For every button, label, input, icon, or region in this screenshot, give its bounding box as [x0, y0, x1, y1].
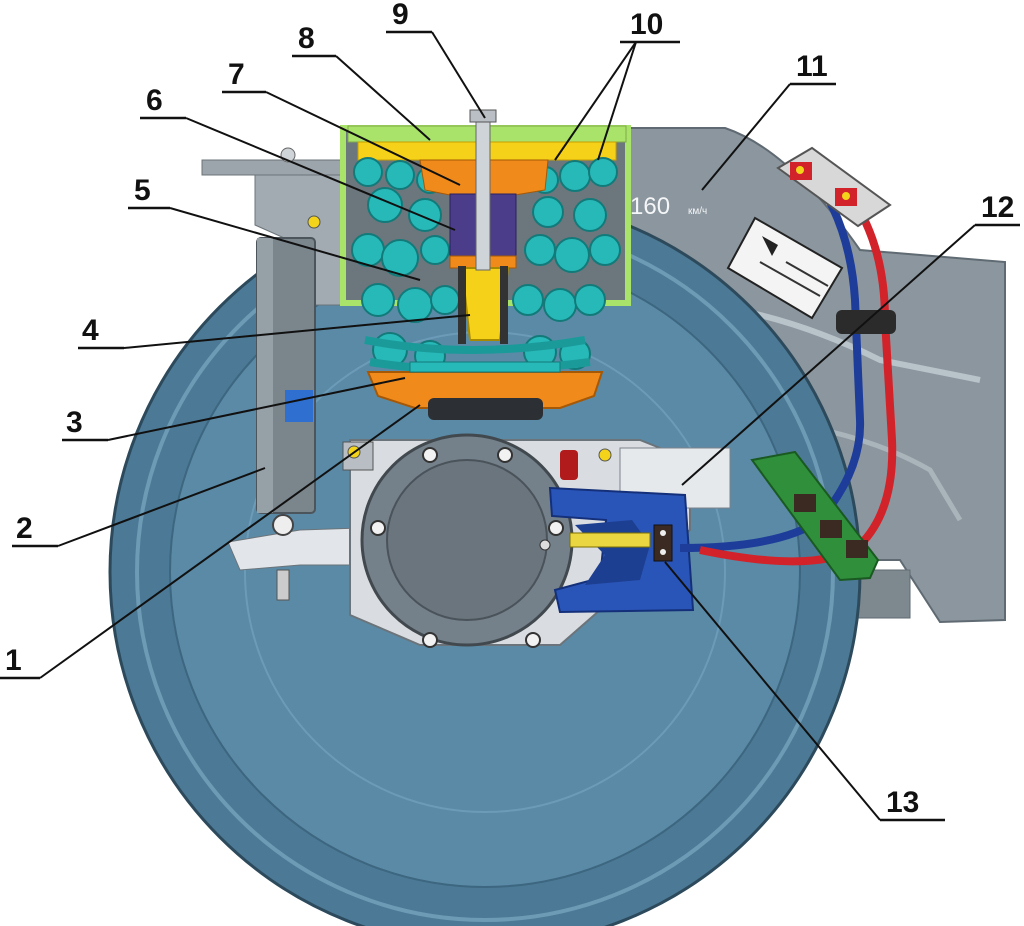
spring-seat — [366, 361, 604, 420]
callout-2: 2 — [16, 512, 33, 545]
callout-4: 4 — [82, 314, 99, 347]
vertical-damper — [256, 237, 316, 514]
callout-11: 11 — [796, 50, 828, 83]
red-cable — [699, 192, 897, 566]
leader-lines — [0, 30, 1020, 822]
callout-3: 3 — [66, 406, 83, 439]
callout-labels: 1 2 3 4 5 6 7 8 9 10 11 12 13 — [5, 0, 1014, 819]
warning-plate — [726, 216, 844, 320]
cable-connector-top — [776, 146, 892, 228]
sensor-bracket — [548, 486, 695, 614]
central-damper — [419, 109, 549, 344]
speed-marking: 160 — [630, 193, 670, 220]
blue-cable — [679, 165, 865, 552]
callout-7: 7 — [228, 58, 245, 91]
axlebox-cover — [360, 433, 574, 648]
damper-lower-bracket — [227, 514, 361, 601]
callout-10: 10 — [630, 8, 663, 41]
callout-12: 12 — [981, 191, 1014, 224]
callout-9: 9 — [392, 0, 409, 31]
coil-springs — [351, 157, 621, 374]
green-sensor-board — [750, 450, 880, 582]
callout-5: 5 — [134, 174, 151, 207]
speed-unit-marking: км/ч — [688, 206, 707, 217]
callout-1: 1 — [5, 644, 22, 677]
callout-8: 8 — [298, 22, 315, 55]
callout-13: 13 — [886, 786, 919, 819]
callout-6: 6 — [146, 84, 163, 117]
